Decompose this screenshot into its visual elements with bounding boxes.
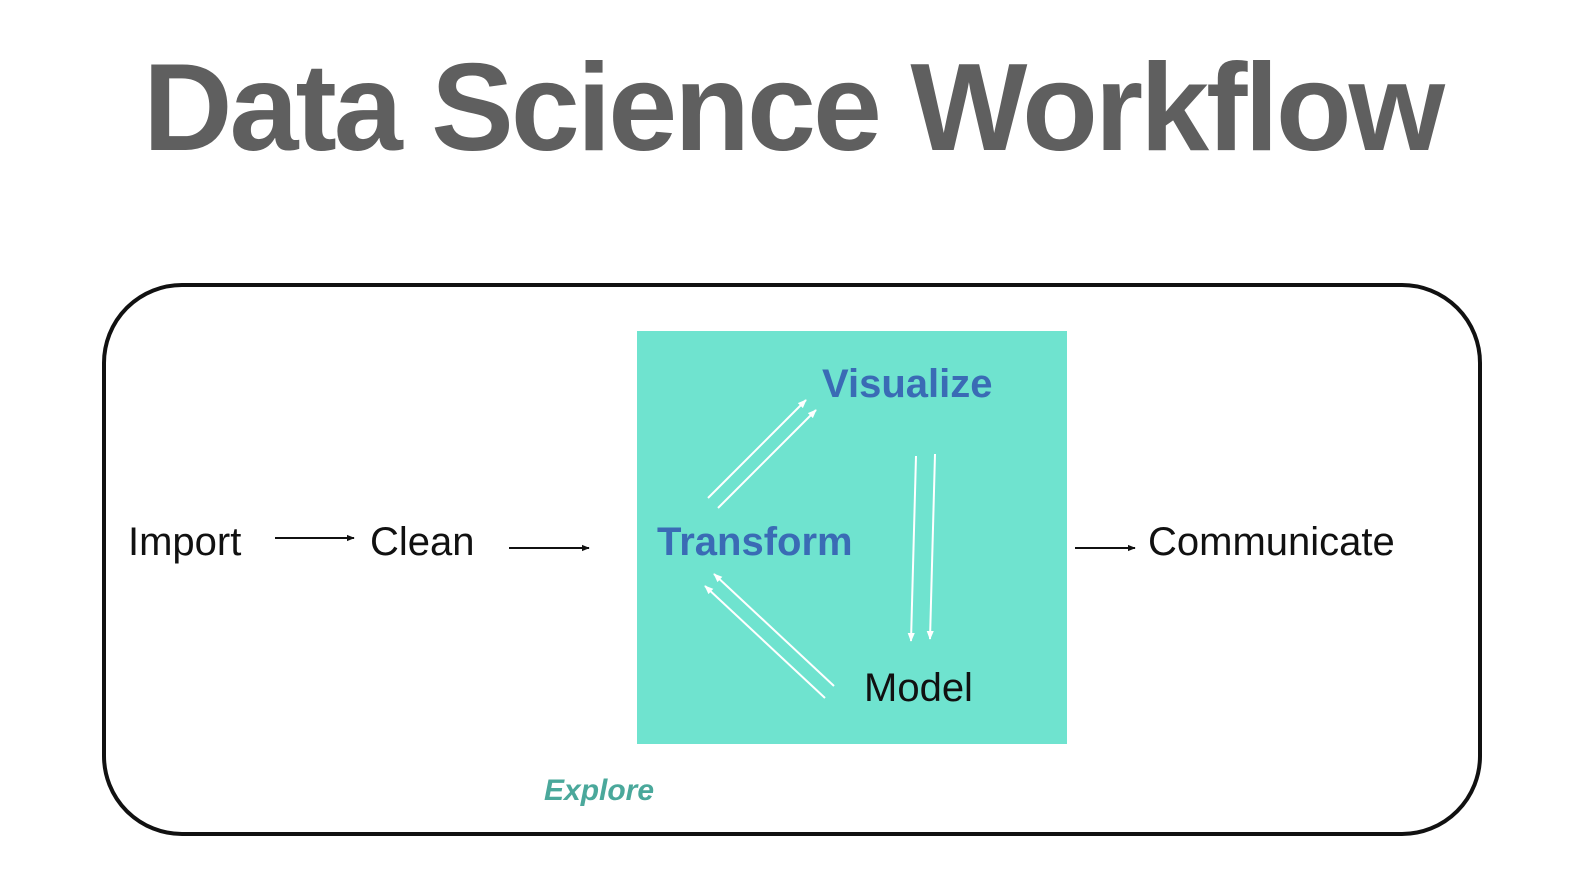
node-clean: Clean bbox=[370, 520, 475, 564]
page-title: Data Science Workflow bbox=[142, 39, 1445, 177]
node-model: Model bbox=[864, 666, 973, 710]
workflow-frame bbox=[102, 283, 1482, 836]
explore-label: Explore bbox=[544, 774, 655, 807]
node-visualize: Visualize bbox=[822, 362, 993, 406]
node-transform: Transform bbox=[657, 520, 853, 564]
node-communicate: Communicate bbox=[1148, 520, 1395, 564]
node-import: Import bbox=[128, 520, 242, 564]
